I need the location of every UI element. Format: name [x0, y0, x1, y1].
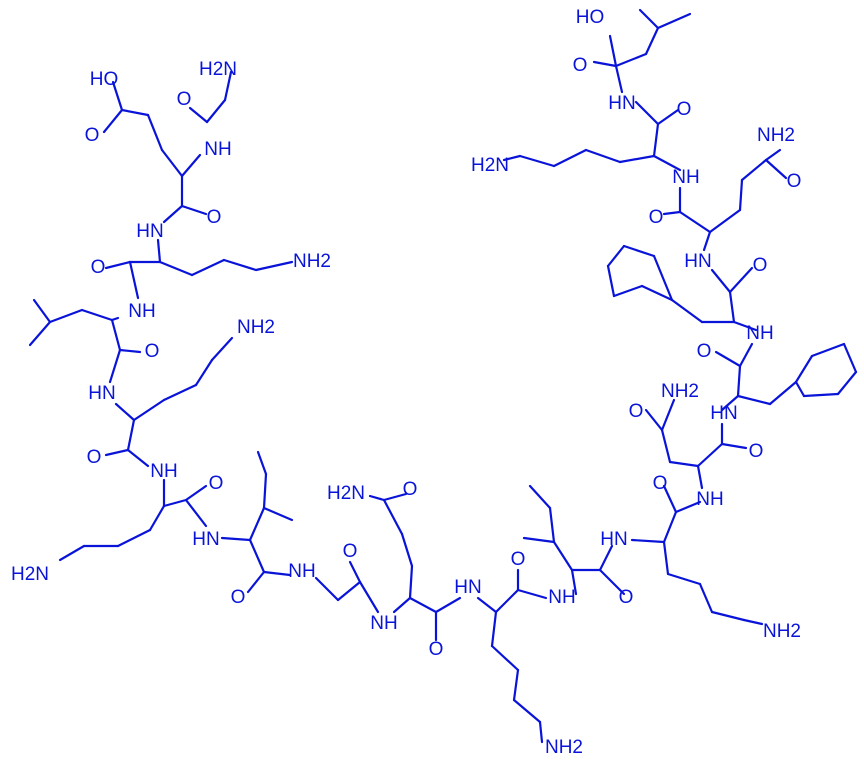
atom-label: NH2 [763, 621, 801, 642]
atom-labels: HO H2N O NH HN O O NH2 NH O NH2 HN O NH … [11, 7, 801, 758]
atom-label: O [145, 341, 160, 362]
atom-label: NH [696, 489, 723, 510]
atom-label: NH2 [293, 251, 331, 272]
atom-label: O [697, 341, 712, 362]
atom-label: O [209, 473, 224, 494]
atom-label: O [91, 257, 106, 278]
atom-label: O [85, 125, 100, 146]
atom-label: O [177, 89, 192, 110]
atom-label: NH [746, 323, 773, 344]
atom-label: NH [204, 139, 231, 160]
atom-label: O [207, 207, 222, 228]
atom-label: O [753, 255, 768, 276]
atom-label: O [629, 401, 644, 422]
atom-label: O [573, 55, 588, 76]
atom-label: H2N [327, 483, 365, 504]
atom-label: NH2 [757, 125, 795, 146]
atom-label: HO [576, 7, 605, 28]
atom-label: H2N [199, 59, 237, 80]
atom-label: NH2 [661, 381, 699, 402]
atom-label: O [511, 549, 526, 570]
atom-label: NH [128, 301, 155, 322]
atom-label: O [403, 479, 418, 500]
atom-label: HN [600, 529, 627, 550]
atom-label: HN [192, 529, 219, 550]
atom-label: NH [288, 561, 315, 582]
atom-label: H2N [11, 564, 49, 585]
atom-label: NH2 [237, 317, 275, 338]
atom-label: O [787, 171, 802, 192]
atom-label: O [749, 441, 764, 462]
atom-label: HN [88, 383, 115, 404]
atom-label: NH [370, 613, 397, 634]
atom-label: HN [454, 577, 481, 598]
atom-label: H2N [471, 155, 509, 176]
atom-label: HN [136, 221, 163, 242]
atom-label: O [429, 639, 444, 660]
bonds [28, 8, 858, 744]
atom-label: HN [608, 93, 635, 114]
atom-label: O [653, 473, 668, 494]
atom-label: O [87, 447, 102, 468]
atom-label: HN [710, 403, 737, 424]
atom-label: O [231, 587, 246, 608]
atom-label: O [677, 99, 692, 120]
atom-label: O [343, 541, 358, 562]
atom-label: HO [90, 69, 119, 90]
atom-label: O [649, 207, 664, 228]
atom-label: NH [548, 587, 575, 608]
atom-label: NH [672, 167, 699, 188]
atom-label: NH [150, 461, 177, 482]
atom-label: NH2 [545, 737, 583, 758]
atom-label: O [619, 587, 634, 608]
atom-label: HN [684, 251, 711, 272]
